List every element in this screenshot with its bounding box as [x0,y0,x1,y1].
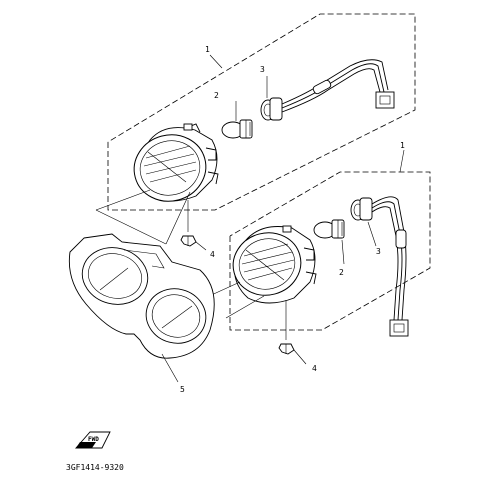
upper-headlight-unit [133,123,219,232]
callout-upper-socket: 3 [260,65,265,74]
callout-upper-screw: 4 [210,250,215,259]
upper-screw [180,235,207,251]
lower-wire-harness [371,196,409,337]
upper-lamp-leader-c [95,209,167,245]
lower-bulb [313,219,345,265]
callout-upper-assembly: 1 [205,45,210,54]
upper-lamp-leader-b [165,191,191,245]
callout-lower-screw: 4 [312,364,317,373]
callout-upper-bulb: 2 [214,91,219,100]
lower-headlight-unit [232,225,317,340]
upper-socket [260,76,283,121]
callout-lower-assembly: 1 [400,141,405,150]
upper-wire-harness [281,59,395,113]
headlight-bezel [68,233,215,383]
callout-bezel: 5 [180,385,185,394]
upper-assembly-leader [209,54,223,69]
diagram-part-code: 3GF1414-9320 [66,463,124,472]
upper-assembly-dashed-outline [107,13,416,211]
lower-socket [350,197,377,247]
callout-lower-bulb: 2 [339,268,344,277]
lower-assembly-leader [399,149,405,173]
fwd-direction-badge: FWD [75,431,111,449]
upper-bulb [221,101,253,139]
lower-screw [278,343,307,365]
lower-headlight-group [195,149,431,365]
callout-lower-socket: 3 [376,247,381,256]
lower-assembly-dashed-outline [229,171,431,331]
lower-lamp-leader-b [225,295,265,319]
bezel-leader [161,353,179,383]
upper-lamp-leader-a [95,189,151,211]
fwd-label: FWD [88,436,99,443]
upper-headlight-group [95,13,416,251]
